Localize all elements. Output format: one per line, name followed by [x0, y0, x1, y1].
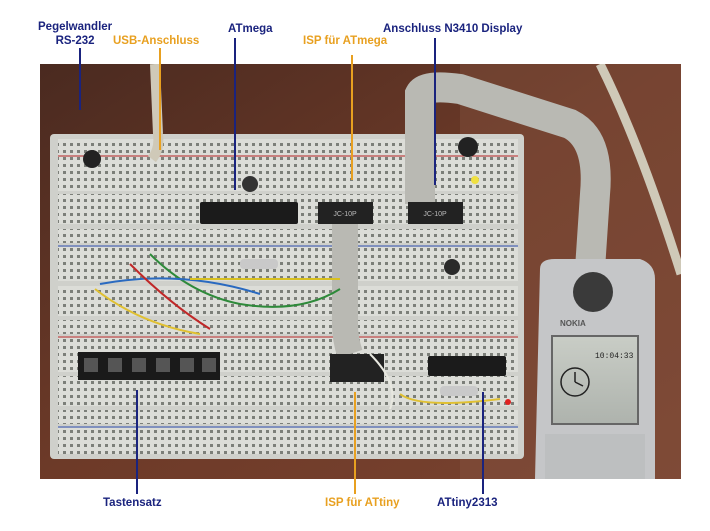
label-pegelwandler-line1: Pegelwandler	[38, 21, 113, 33]
label-atmega: ATmega	[228, 23, 273, 35]
breadboard-photo: JC-10P JC-10P NOKIA 10:04:33	[40, 64, 681, 479]
label-pegelwandler-line2: RS-232	[55, 35, 95, 47]
label-anschluss-n3410: Anschluss N3410 Display	[383, 23, 523, 35]
ribbon-cable-display	[405, 72, 611, 270]
label-isp-attiny: ISP für ATtiny	[325, 497, 400, 509]
label-attiny2313: ATtiny2313	[437, 497, 498, 509]
label-usb-anschluss: USB-Anschluss	[113, 35, 200, 47]
label-isp-atmega: ISP für ATmega	[303, 35, 388, 47]
display-connector-marking: JC-10P	[423, 211, 447, 218]
display-clock: 10:04:33	[595, 352, 634, 361]
phone-brand: NOKIA	[560, 319, 586, 328]
atmega-chip	[200, 202, 298, 224]
isp-connector-marking: JC-10P	[333, 211, 357, 218]
nokia-display: NOKIA 10:04:33	[535, 259, 655, 479]
breadboard	[50, 134, 524, 459]
isp-connector-atmega	[318, 202, 373, 224]
label-tastensatz: Tastensatz	[103, 497, 162, 509]
attiny2313-chip	[428, 356, 506, 376]
display-connector	[408, 202, 463, 224]
keypad	[78, 352, 220, 380]
label-pegelwandler: Pegelwandler RS-232	[38, 20, 112, 48]
isp-connector-attiny	[330, 354, 384, 382]
